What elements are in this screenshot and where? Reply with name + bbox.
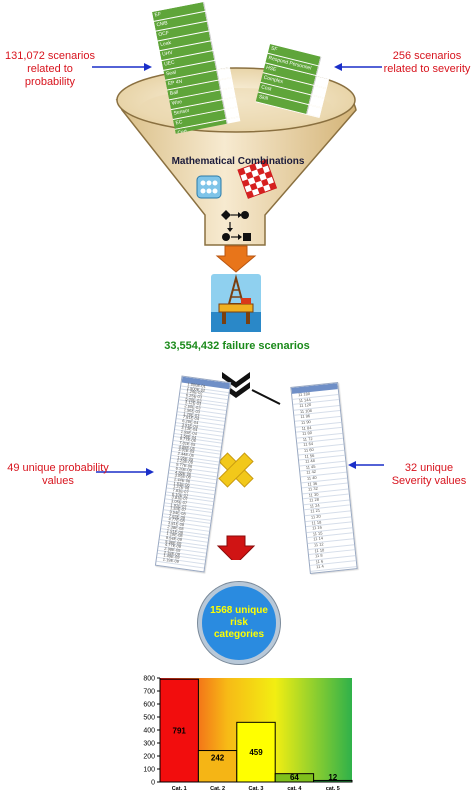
y-tick-label: 100 — [143, 767, 155, 774]
probability-values-label: 49 unique probability values — [7, 462, 109, 487]
category-label: Cat. 1 — [172, 786, 187, 792]
category-label: Cat. 2 — [210, 786, 225, 792]
category-label: Cat. 3 — [249, 786, 264, 792]
category-label: cat. 4 — [287, 786, 302, 792]
risk-categories-circle: 1568 unique risk categories — [198, 582, 280, 664]
severity-scenarios-label: 256 scenarios related to severity — [383, 50, 471, 75]
combination-symbols-icon — [221, 210, 251, 241]
y-tick-label: 700 — [143, 689, 155, 696]
y-tick-label: 400 — [143, 728, 155, 735]
risk-categories-label: 1568 unique risk categories — [210, 605, 268, 640]
funnel-title: Mathematical Combinations — [171, 156, 305, 167]
category-label: cat. 5 — [326, 786, 340, 792]
red-down-arrow — [216, 535, 256, 560]
bar-value-label: 791 — [173, 727, 187, 736]
y-tick-label: 800 — [143, 676, 155, 683]
bar-4 — [274, 773, 315, 783]
bar-value-label: 242 — [211, 754, 225, 763]
multiply-icon — [218, 452, 254, 488]
middle-graphics — [96, 372, 384, 560]
y-tick-label: 500 — [143, 715, 155, 722]
y-tick-label: 300 — [143, 741, 155, 748]
bar-1 — [159, 678, 199, 783]
oil-rig-icon — [211, 274, 261, 332]
orange-down-arrow — [215, 245, 257, 273]
checker-icon — [237, 159, 278, 199]
dice-icon — [196, 175, 222, 199]
severity-values-label: 32 unique Severity values — [391, 462, 467, 487]
bar-5 — [313, 779, 353, 783]
bar-2 — [197, 750, 238, 783]
y-tick-label: 200 — [143, 754, 155, 761]
bar-value-label: 12 — [328, 773, 337, 782]
bar-value-label: 64 — [290, 773, 299, 782]
bar-value-label: 459 — [249, 748, 263, 757]
y-tick-label: 600 — [143, 702, 155, 709]
probability-scenarios-label: 131,072 scenarios related to probability — [5, 50, 95, 88]
line-right — [251, 389, 281, 405]
y-tick-label: 0 — [151, 780, 155, 787]
bar-3 — [236, 721, 276, 783]
failure-scenarios-label: 33,554,432 failure scenarios — [164, 340, 310, 352]
